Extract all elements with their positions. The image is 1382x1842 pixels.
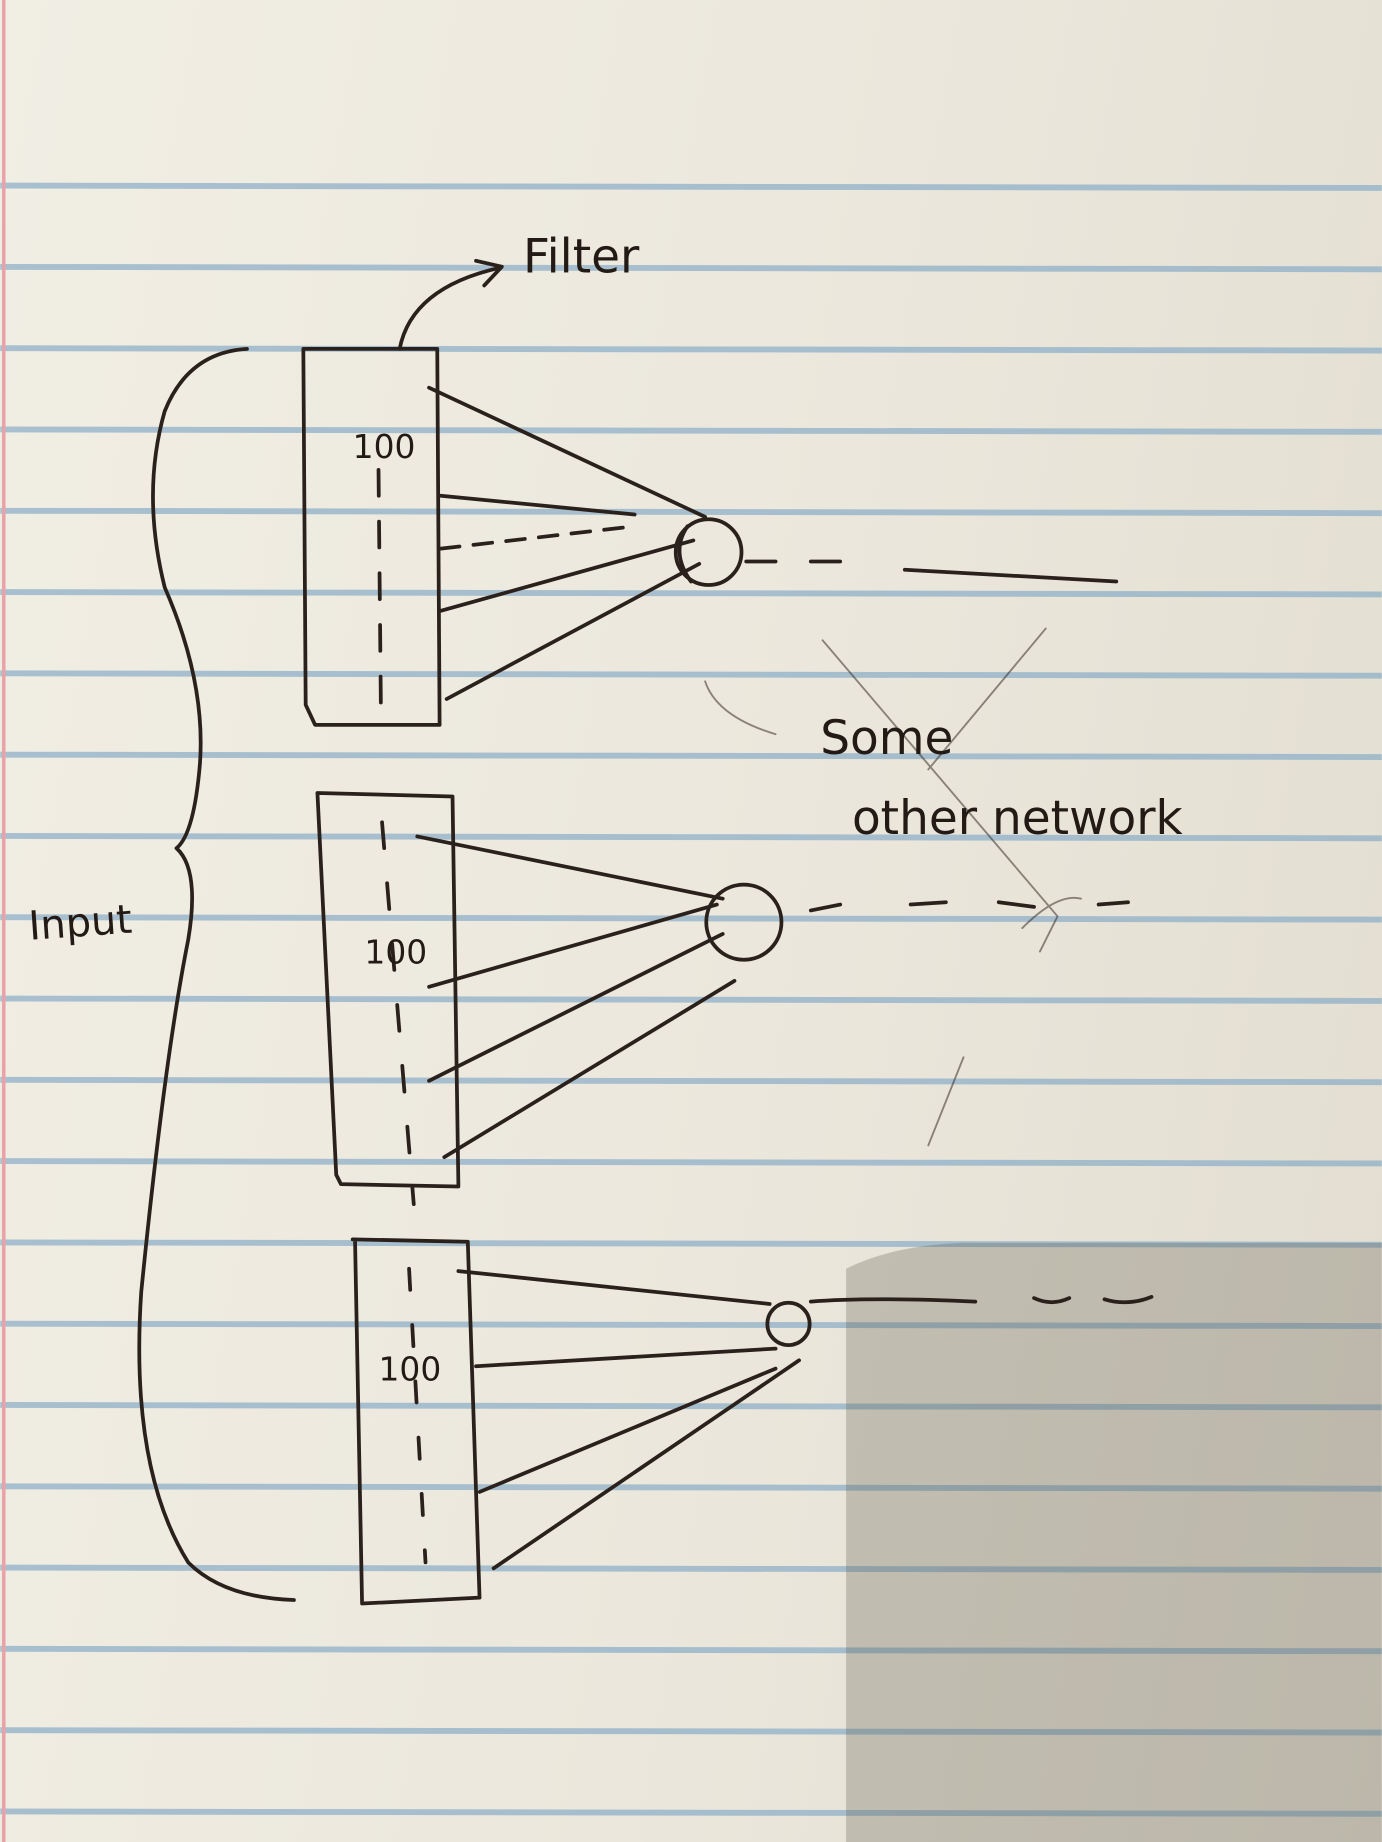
filter-value: 100: [364, 932, 427, 971]
ruled-line: [0, 833, 1382, 842]
ruled-line: [0, 589, 1382, 598]
ruled-line: [0, 1808, 1382, 1817]
filter-value: 100: [353, 427, 416, 466]
ruled-line: [0, 751, 1382, 760]
network-label-line1: Some: [820, 711, 953, 766]
filter-arrow: [397, 265, 502, 351]
neuron-node: [704, 882, 784, 962]
ruled-line: [0, 914, 1382, 923]
ruled-lines: [0, 182, 1382, 1817]
ruled-line: [0, 263, 1382, 273]
hand-shadow: [846, 1242, 1382, 1842]
ruled-line: [0, 1483, 1382, 1492]
filter-block-3: 100: [350, 1237, 1154, 1606]
filter-block-2: 100: [315, 791, 1130, 1206]
faint-connections: [704, 627, 1082, 1147]
ruled-line: [0, 182, 1382, 191]
ruled-line: [0, 1320, 1382, 1329]
ruled-line: [0, 1158, 1382, 1167]
network-label-line2: other network: [852, 791, 1184, 846]
ruled-line: [0, 345, 1382, 354]
ruled-line: [0, 426, 1382, 435]
neuron-node: [673, 517, 744, 587]
arrow-head-icon: [474, 258, 504, 288]
neuron-node: [765, 1300, 812, 1347]
filter-block-1: 100: [301, 347, 1119, 727]
ruled-line: [0, 995, 1382, 1004]
filter-value: 100: [379, 1349, 442, 1388]
ruled-line: [0, 1076, 1382, 1086]
input-label: Input: [27, 897, 133, 950]
ruled-line: [0, 1564, 1382, 1573]
ruled-line: [0, 1645, 1382, 1655]
ruled-line: [0, 670, 1382, 679]
ruled-line: [0, 1402, 1382, 1411]
ruled-line: [0, 1727, 1382, 1736]
filter-label: Filter: [523, 230, 640, 285]
ruled-line: [0, 1239, 1382, 1248]
input-brace: [137, 347, 296, 1602]
